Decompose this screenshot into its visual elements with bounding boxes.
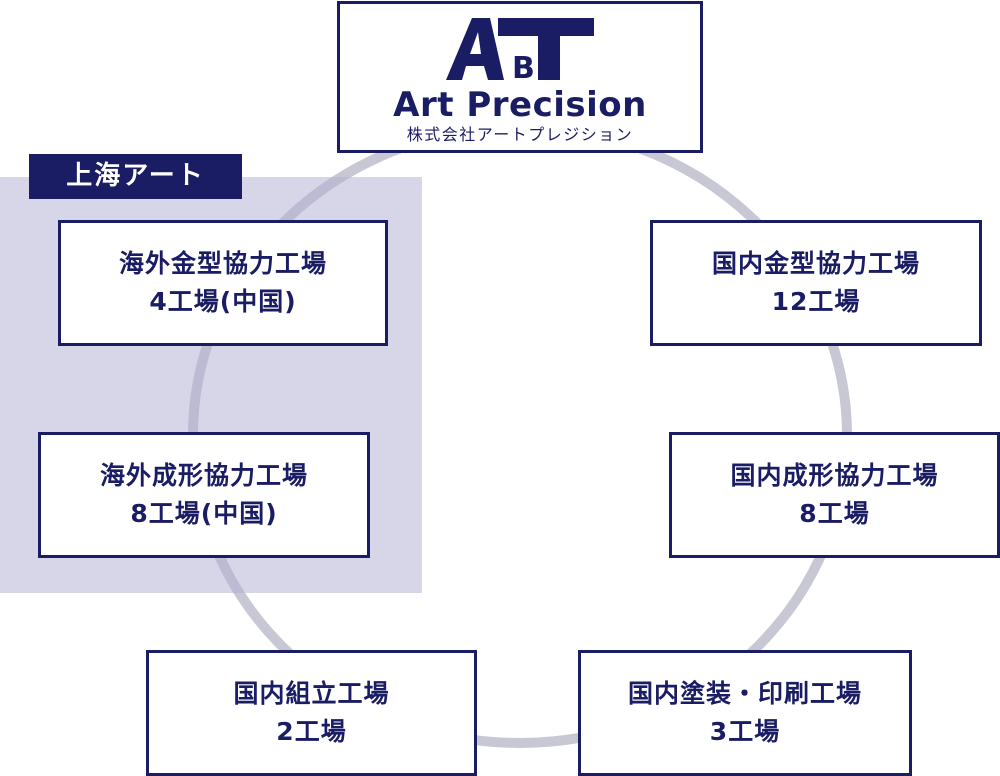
factory-name: 国内塗装・印刷工場 xyxy=(627,679,862,708)
domestic-painting-factory-box: 国内塗装・印刷工場 3工場 xyxy=(578,650,912,776)
domestic-assembly-factory-box: 国内組立工場 2工場 xyxy=(146,650,477,776)
factory-name: 海外成形協力工場 xyxy=(99,461,308,490)
art-logo-icon: B xyxy=(446,18,594,82)
overseas-mold-factory-box: 海外金型協力工場 4工場(中国) xyxy=(58,220,388,346)
factory-count: 12工場 xyxy=(771,287,861,316)
factory-name: 海外金型協力工場 xyxy=(118,249,327,278)
factory-count: 3工場 xyxy=(709,717,781,746)
factory-count: 8工場 xyxy=(799,499,870,528)
logo-inner-letter: B xyxy=(512,51,536,82)
company-subtitle: 株式会社アートプレジション xyxy=(406,125,634,144)
factory-count: 2工場 xyxy=(276,717,347,746)
shanghai-art-label: 上海アート xyxy=(29,154,242,199)
factory-count: 8工場(中国) xyxy=(130,499,278,528)
company-name: Art Precision xyxy=(393,85,647,125)
factory-name: 国内組立工場 xyxy=(233,679,390,708)
factory-count: 4工場(中国) xyxy=(149,287,297,316)
factory-name: 国内金型協力工場 xyxy=(711,249,920,278)
art-precision-logo-box: B Art Precision 株式会社アートプレジション xyxy=(337,1,703,153)
factory-name: 国内成形協力工場 xyxy=(730,461,939,490)
domestic-forming-factory-box: 国内成形協力工場 8工場 xyxy=(669,432,1000,558)
domestic-mold-factory-box: 国内金型協力工場 12工場 xyxy=(650,220,982,346)
overseas-forming-factory-box: 海外成形協力工場 8工場(中国) xyxy=(38,432,370,558)
